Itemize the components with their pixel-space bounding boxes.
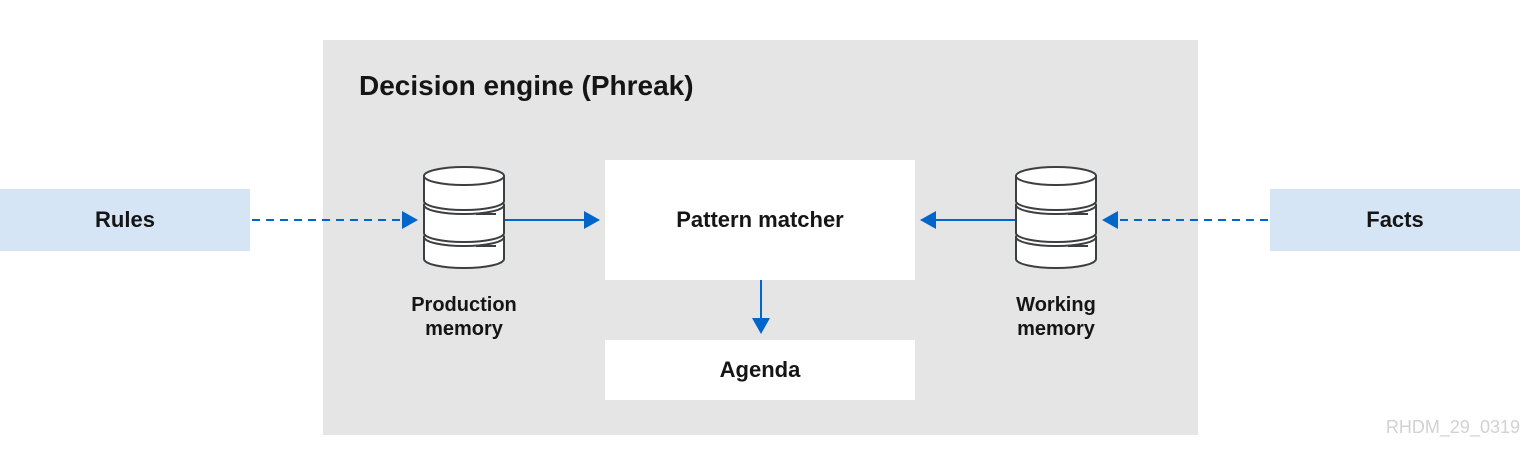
facts-label: Facts [1366, 207, 1424, 232]
facts-box: Facts [1270, 189, 1520, 251]
production-memory-label: Production memory [374, 293, 554, 341]
agenda-box: Agenda [605, 340, 915, 400]
pattern-matcher-box: Pattern matcher [605, 160, 915, 280]
production-memory-label-line1: Production [411, 294, 517, 316]
working-memory-label-line2: memory [1017, 318, 1095, 340]
working-to-matcher-arrowhead [920, 211, 936, 229]
database-icon [423, 166, 505, 269]
matcher-to-agenda-arrowhead [752, 318, 770, 334]
figure-watermark: RHDM_29_0319 [1385, 417, 1520, 437]
pattern-matcher-label: Pattern matcher [676, 207, 844, 232]
production-memory-label-line2: memory [425, 318, 503, 340]
rules-to-production-arrowhead [402, 211, 418, 229]
engine-title: Decision engine (Phreak) [359, 70, 694, 101]
working-memory-label-line1: Working [1016, 294, 1096, 316]
working-memory-label: Working memory [966, 293, 1146, 341]
agenda-label: Agenda [719, 357, 801, 382]
production-to-matcher-arrowhead [584, 211, 600, 229]
database-icon [1015, 166, 1097, 269]
facts-to-working-arrowhead [1102, 211, 1118, 229]
rules-box: Rules [0, 189, 250, 251]
rules-label: Rules [95, 207, 155, 232]
